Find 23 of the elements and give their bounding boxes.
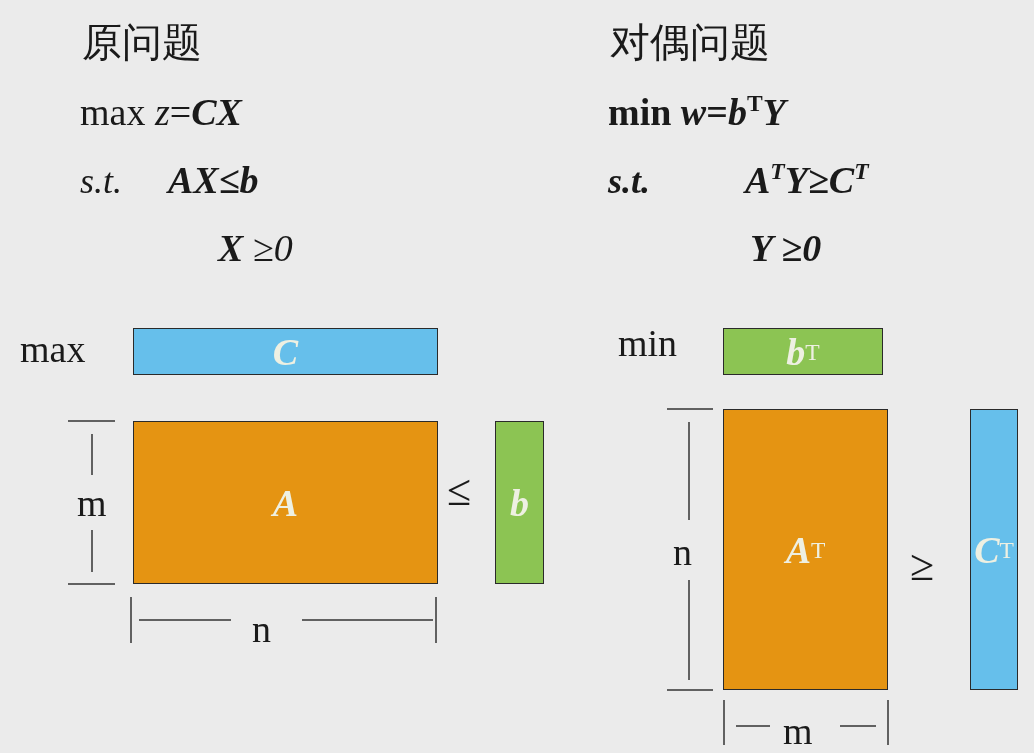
objective-formula: max z=CX [80,93,242,133]
dimension-label: n [252,610,271,650]
vector-bar: C [133,328,438,375]
constraint-formula: X ≥0 [218,229,293,269]
relation-sign: ≥ [910,543,935,590]
vector-bar: b$^{T}$ [723,328,883,375]
dimension-label: n [673,533,692,573]
heading: 原问题 [82,22,202,64]
objective-label: min [618,324,678,364]
heading: 对偶问题 [610,22,770,64]
objective-label: max [20,330,86,370]
relation-sign: ≤ [447,468,472,515]
matrix-block: A [133,421,438,584]
constraint-label: s.t. [608,163,650,201]
constraint-formula: AX≤b [168,161,259,201]
constraint-label: s.t. [80,163,122,201]
constraint-formula: Y ≥0 [750,229,822,269]
constraint-formula: A$^{T}$Y≥C$^{T}$ [745,161,869,201]
matrix-block: A$^{T}$ [723,409,888,690]
dimension-label: m [783,712,813,752]
dimension-label: m [77,484,107,524]
vector-bar: b [495,421,544,584]
vector-bar: C$^{T}$ [970,409,1018,690]
